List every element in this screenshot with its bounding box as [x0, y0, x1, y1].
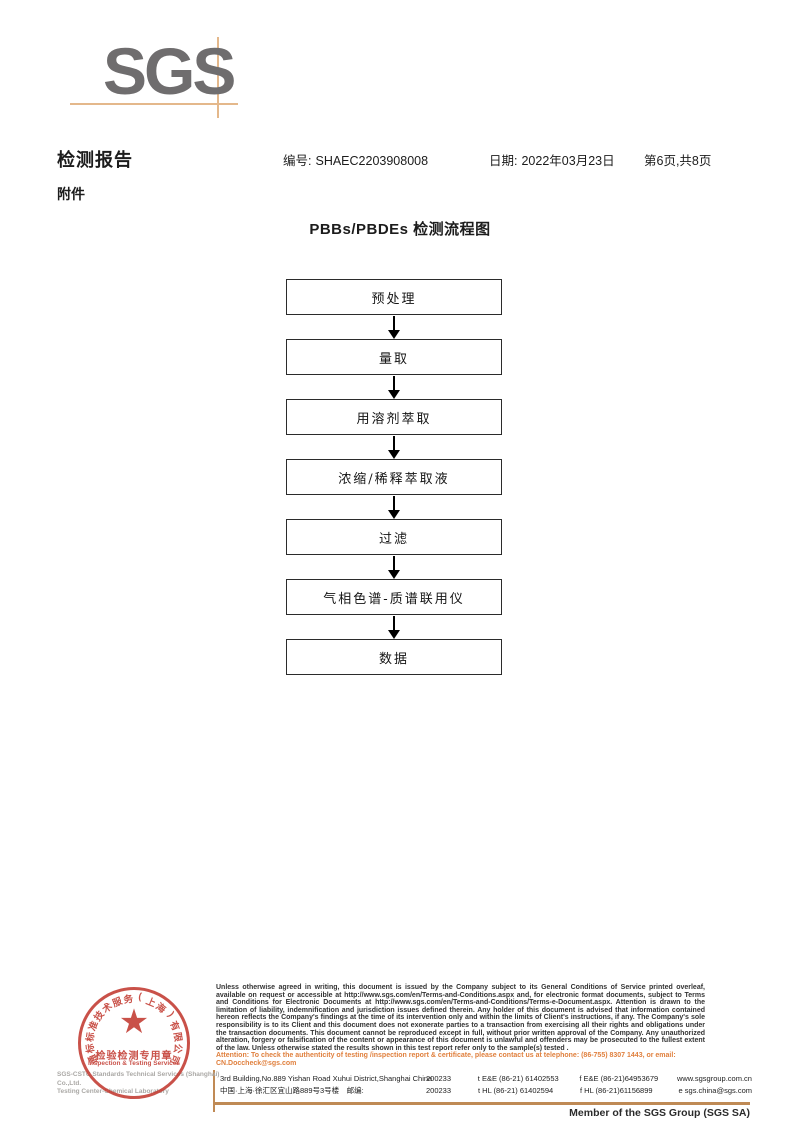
attachment-label: 附件: [57, 186, 85, 202]
address-row-cn: 中国·上海·徐汇区宜山路889号3号楼 邮编: 200233 t HL (86-…: [220, 1085, 752, 1097]
flow-step-gcms: 气相色谱-质谱联用仪: [286, 579, 502, 615]
number-label: 编号:: [283, 154, 312, 168]
flow-step-measure: 量取: [286, 339, 502, 375]
fax-ee: f E&E (86-21)64953679: [579, 1074, 659, 1083]
address-divider-vline: [213, 1070, 215, 1112]
postal-code: 200233: [426, 1074, 452, 1083]
flow-step-concentrate-dilute: 浓缩/稀释萃取液: [286, 459, 502, 495]
phone-ee: t E&E (86-21) 61402553: [477, 1074, 559, 1083]
number-value: SHAEC2203908008: [315, 154, 429, 168]
date-value: 2022年03月23日: [521, 154, 615, 168]
flowchart-title: PBBs/PBDEs 检测流程图: [309, 221, 491, 238]
legal-disclaimer: Unless otherwise agreed in writing, this…: [216, 984, 705, 1052]
address-cn: 中国·上海·徐汇区宜山路889号3号楼 邮编:: [220, 1086, 364, 1095]
logo-crosshair-hline: [70, 103, 238, 105]
stamp-center-subtext: Inspection & Testing Services: [88, 1060, 180, 1067]
sgs-member-line: Member of the SGS Group (SGS SA): [569, 1107, 750, 1119]
website-url: www.sgsgroup.com.cn: [676, 1074, 752, 1083]
star-icon: ★: [118, 1003, 150, 1041]
postal-code-cn: 200233: [426, 1086, 452, 1095]
footer-text-block: Unless otherwise agreed in writing, this…: [216, 984, 705, 1068]
report-title: 检测报告: [57, 150, 133, 170]
stamp-center-text: 检验检测专用章: [95, 1051, 173, 1062]
logo-crosshair-vline: [217, 37, 219, 118]
phone-hl: t HL (86-21) 61402594: [478, 1086, 554, 1095]
stamp-circle: [78, 987, 190, 1099]
address-block: 3rd Building,No.889 Yishan Road Xuhui Di…: [220, 1073, 752, 1097]
attention-notice: Attention: To check the authenticity of …: [216, 1052, 676, 1067]
flow-step-data: 数据: [286, 639, 502, 675]
down-arrow-icon: [388, 556, 400, 579]
address-row-en: 3rd Building,No.889 Yishan Road Xuhui Di…: [220, 1073, 752, 1085]
down-arrow-icon: [388, 616, 400, 639]
down-arrow-icon: [388, 436, 400, 459]
email-address: e sgs.china@sgs.com: [678, 1086, 752, 1095]
fax-hl: f HL (86-21)61156899: [580, 1086, 653, 1095]
down-arrow-icon: [388, 316, 400, 339]
page-indicator: 第6页,共8页: [644, 154, 712, 168]
footer-divider-hline: [213, 1102, 750, 1105]
address-en: 3rd Building,No.889 Yishan Road Xuhui Di…: [220, 1074, 433, 1083]
sgs-logo: SGS: [103, 34, 236, 108]
document-number: 编号:SHAEC2203908008: [283, 150, 428, 169]
down-arrow-icon: [388, 376, 400, 399]
flow-step-solvent-extraction: 用溶剂萃取: [286, 399, 502, 435]
flow-step-pretreatment: 预处理: [286, 279, 502, 315]
date-label: 日期:: [489, 154, 518, 168]
document-date: 日期:2022年03月23日: [489, 150, 615, 169]
inspection-seal-stamp: 通标标准技术服务(上海)有限公司 ★ 检验检测专用章 Inspection & …: [78, 987, 190, 1099]
down-arrow-icon: [388, 496, 400, 519]
flow-step-filter: 过滤: [286, 519, 502, 555]
